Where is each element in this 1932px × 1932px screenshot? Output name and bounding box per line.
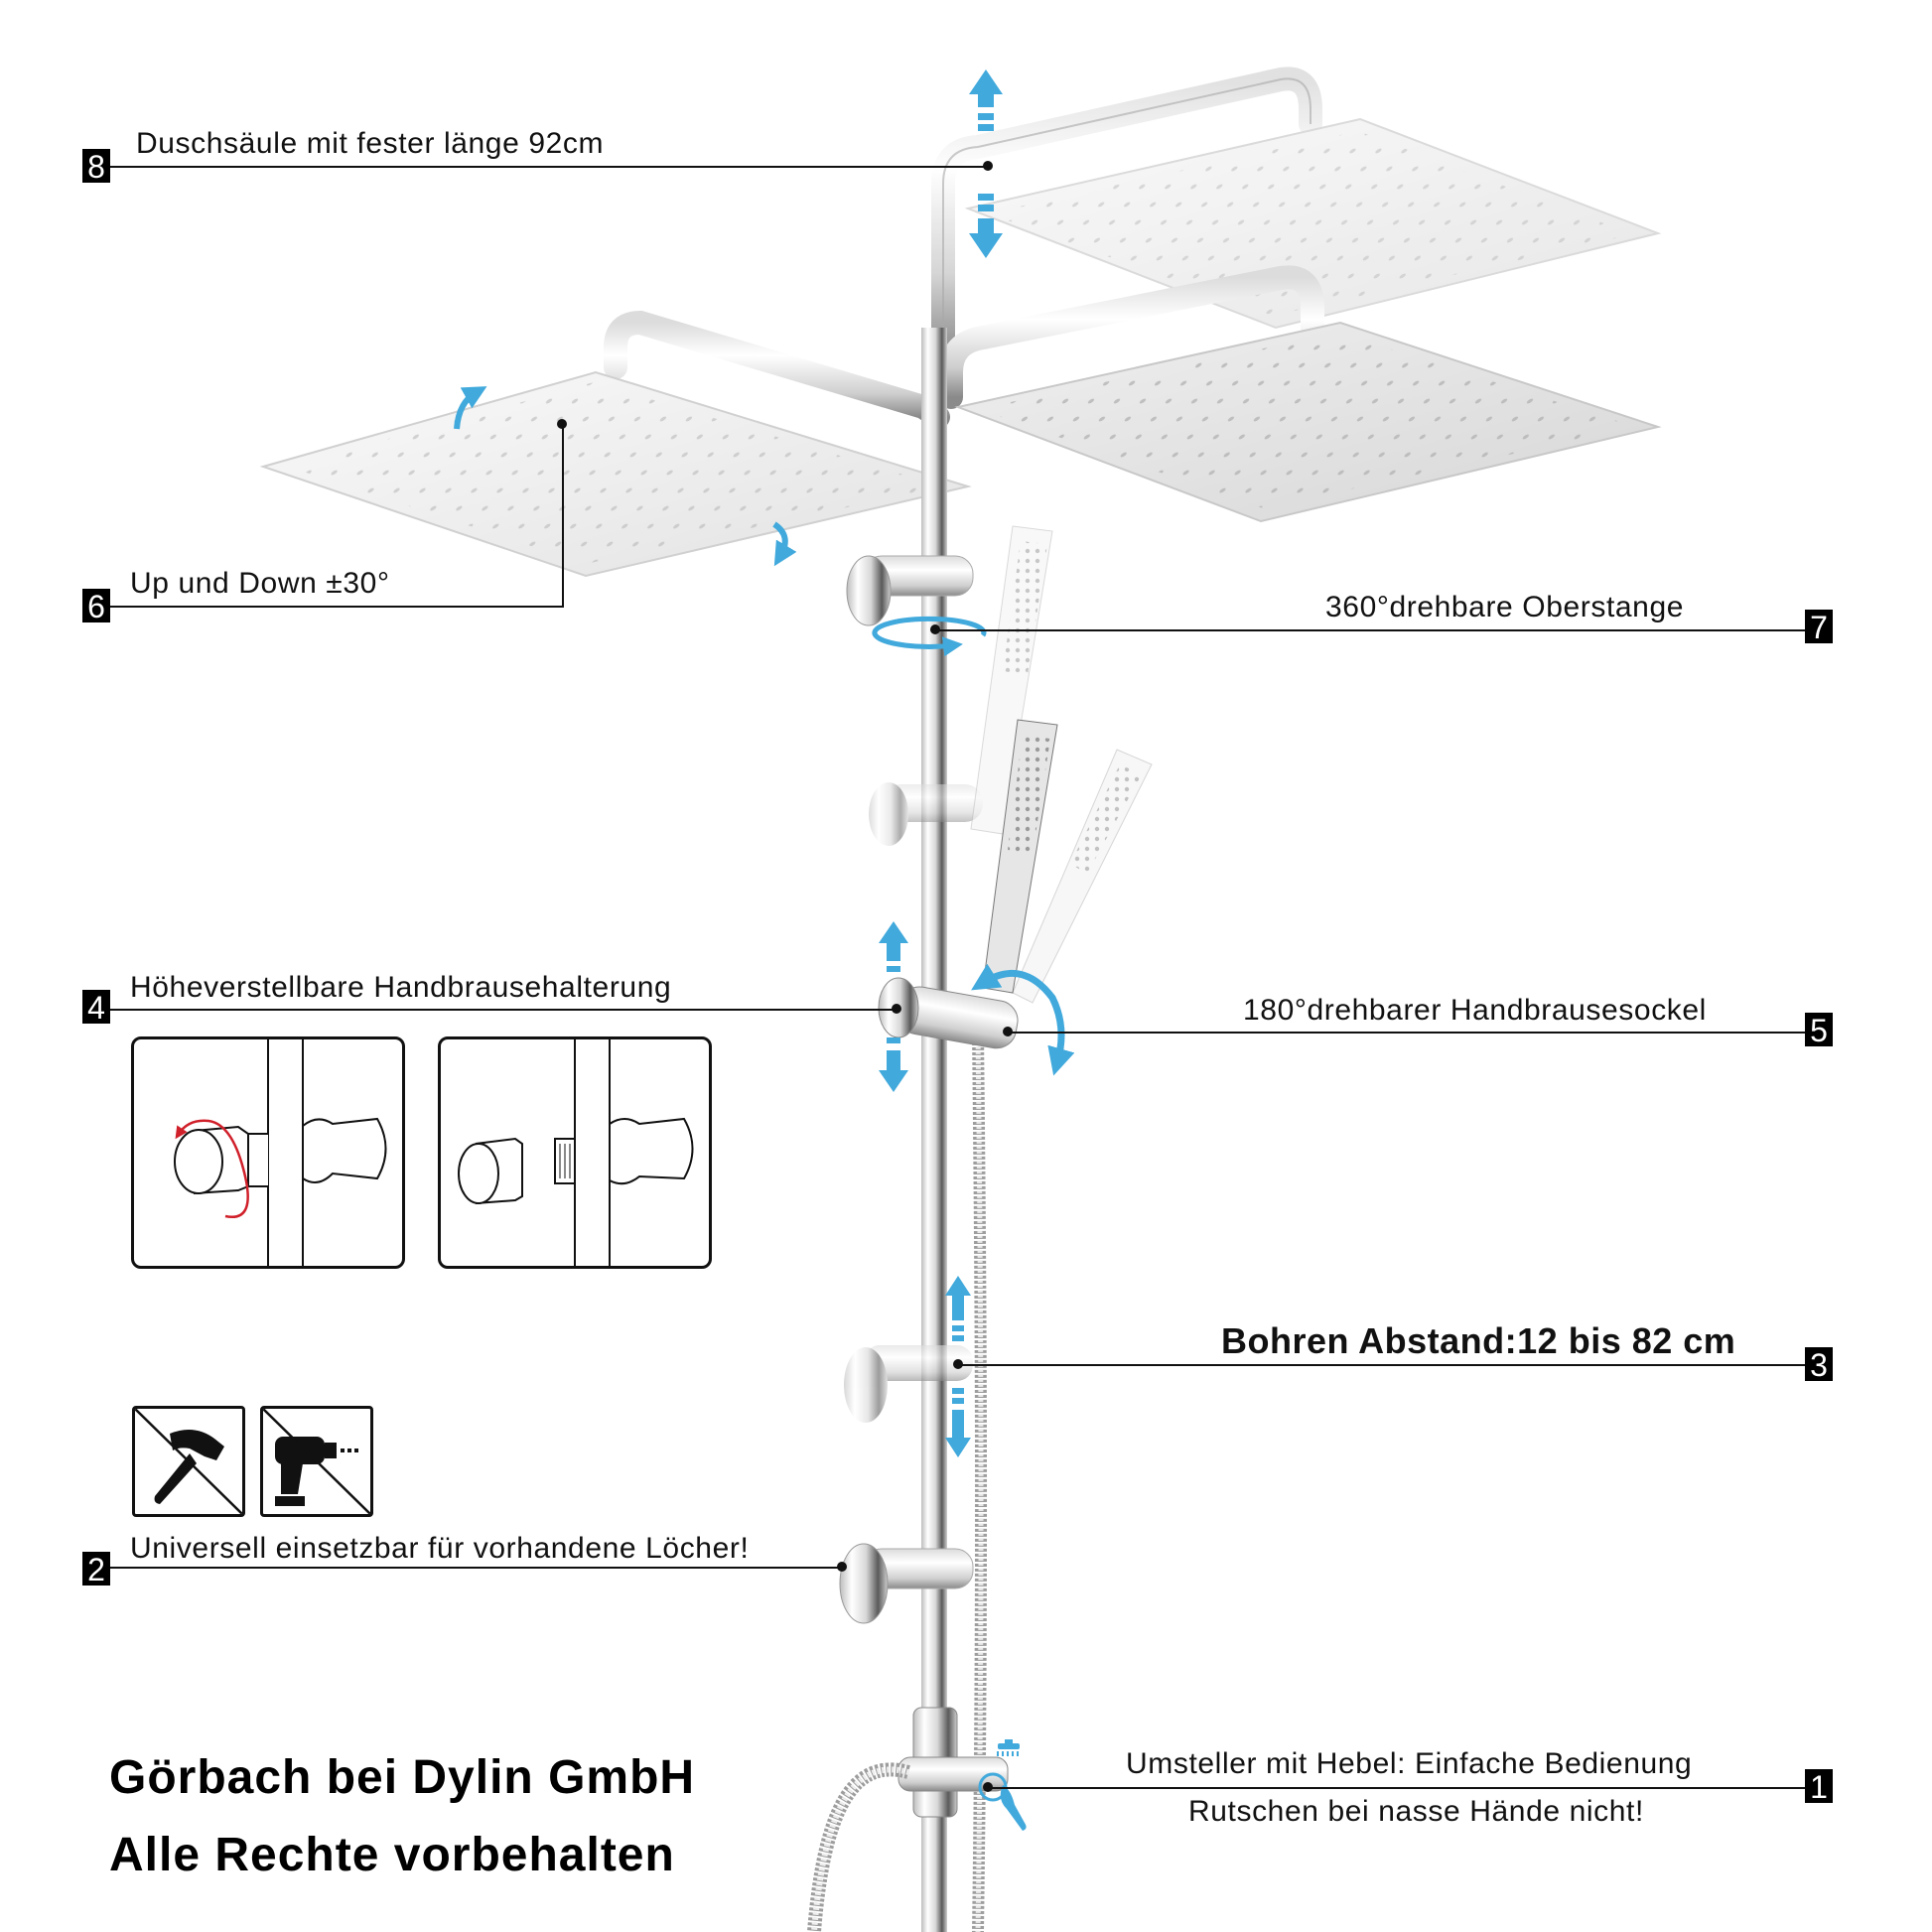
callout-4-badge: 4 — [82, 990, 110, 1026]
arrow-tilt-left-head — [454, 386, 797, 567]
callout-2-leader — [97, 1567, 842, 1569]
arrow-rotate-360 — [872, 616, 987, 657]
callout-7-anchor — [930, 624, 940, 634]
callout-5-text: 180°drehbarer Handbrausesockel — [1243, 994, 1707, 1027]
callout-1-leader — [988, 1787, 1817, 1789]
callout-7-text: 360°drehbare Oberstange — [1325, 591, 1685, 623]
holder-removed-panel — [438, 1036, 712, 1269]
callout-5-anchor — [1003, 1027, 1013, 1036]
callout-7-leader — [935, 629, 1817, 631]
holder-removed-diagram — [458, 1039, 694, 1266]
callout-6-anchor — [557, 419, 567, 429]
callout-4-leader — [97, 1009, 897, 1011]
upper-shower-head-ghost — [931, 67, 1662, 349]
callout-6-leader — [97, 606, 564, 608]
no-hammer-icon — [132, 1406, 245, 1517]
callout-3-anchor — [953, 1359, 963, 1369]
wall-bracket-lower — [844, 1345, 973, 1423]
holder-unscrew-panel — [131, 1036, 405, 1269]
left-shower-head — [259, 310, 972, 578]
callout-8-anchor — [983, 161, 993, 171]
callout-5-badge: 5 — [1805, 1013, 1833, 1048]
callout-3-text: Bohren Abstand:12 bis 82 cm — [1221, 1320, 1736, 1361]
callout-1-subtext: Rutschen bei nasse Hände nicht! — [1188, 1795, 1644, 1828]
callout-2-text: Universell einsetzbar für vorhandene Löc… — [130, 1532, 750, 1565]
wall-bracket-middle — [869, 782, 983, 846]
callout-1-text: Umsteller mit Hebel: Einfache Bedienung — [1126, 1747, 1693, 1780]
callout-5-leader — [1008, 1032, 1817, 1034]
callout-8-badge: 8 — [82, 149, 110, 185]
main-shower-head — [939, 265, 1662, 523]
callout-6-leader-vertical — [562, 425, 564, 608]
callout-4-anchor — [892, 1004, 901, 1014]
diverter-mode-icons — [997, 1739, 1027, 1831]
callout-2-badge: 2 — [82, 1552, 110, 1587]
callout-3-badge: 3 — [1805, 1347, 1833, 1383]
arrow-rotate-180 — [971, 963, 1075, 1076]
callout-8-leader — [97, 166, 988, 168]
callout-6-badge: 6 — [82, 589, 110, 624]
callout-2-anchor — [837, 1562, 847, 1572]
brand-copyright: Alle Rechte vorbehalten — [109, 1829, 675, 1881]
arrow-height-upper — [969, 69, 1003, 258]
callout-7-badge: 7 — [1805, 610, 1833, 645]
no-drill-icon — [260, 1406, 373, 1517]
callout-6-text: Up und Down ±30° — [130, 567, 390, 600]
callout-4-text: Höheverstellbare Handbrausehalterung — [130, 971, 672, 1004]
wall-bracket-top — [846, 555, 974, 626]
diverter — [807, 1707, 1009, 1932]
brand-company-name: Görbach bei Dylin GmbH — [109, 1751, 696, 1804]
callout-3-leader — [958, 1364, 1817, 1366]
callout-1-anchor — [983, 1782, 993, 1792]
arrow-height-holder — [879, 921, 908, 1092]
holder-unscrew-diagram — [174, 1039, 387, 1266]
wall-bracket-bottom — [839, 1543, 974, 1624]
arrow-drill-distance — [945, 1276, 971, 1457]
callout-1-badge: 1 — [1805, 1769, 1833, 1805]
callout-8-text: Duschsäule mit fester länge 92cm — [136, 127, 605, 160]
